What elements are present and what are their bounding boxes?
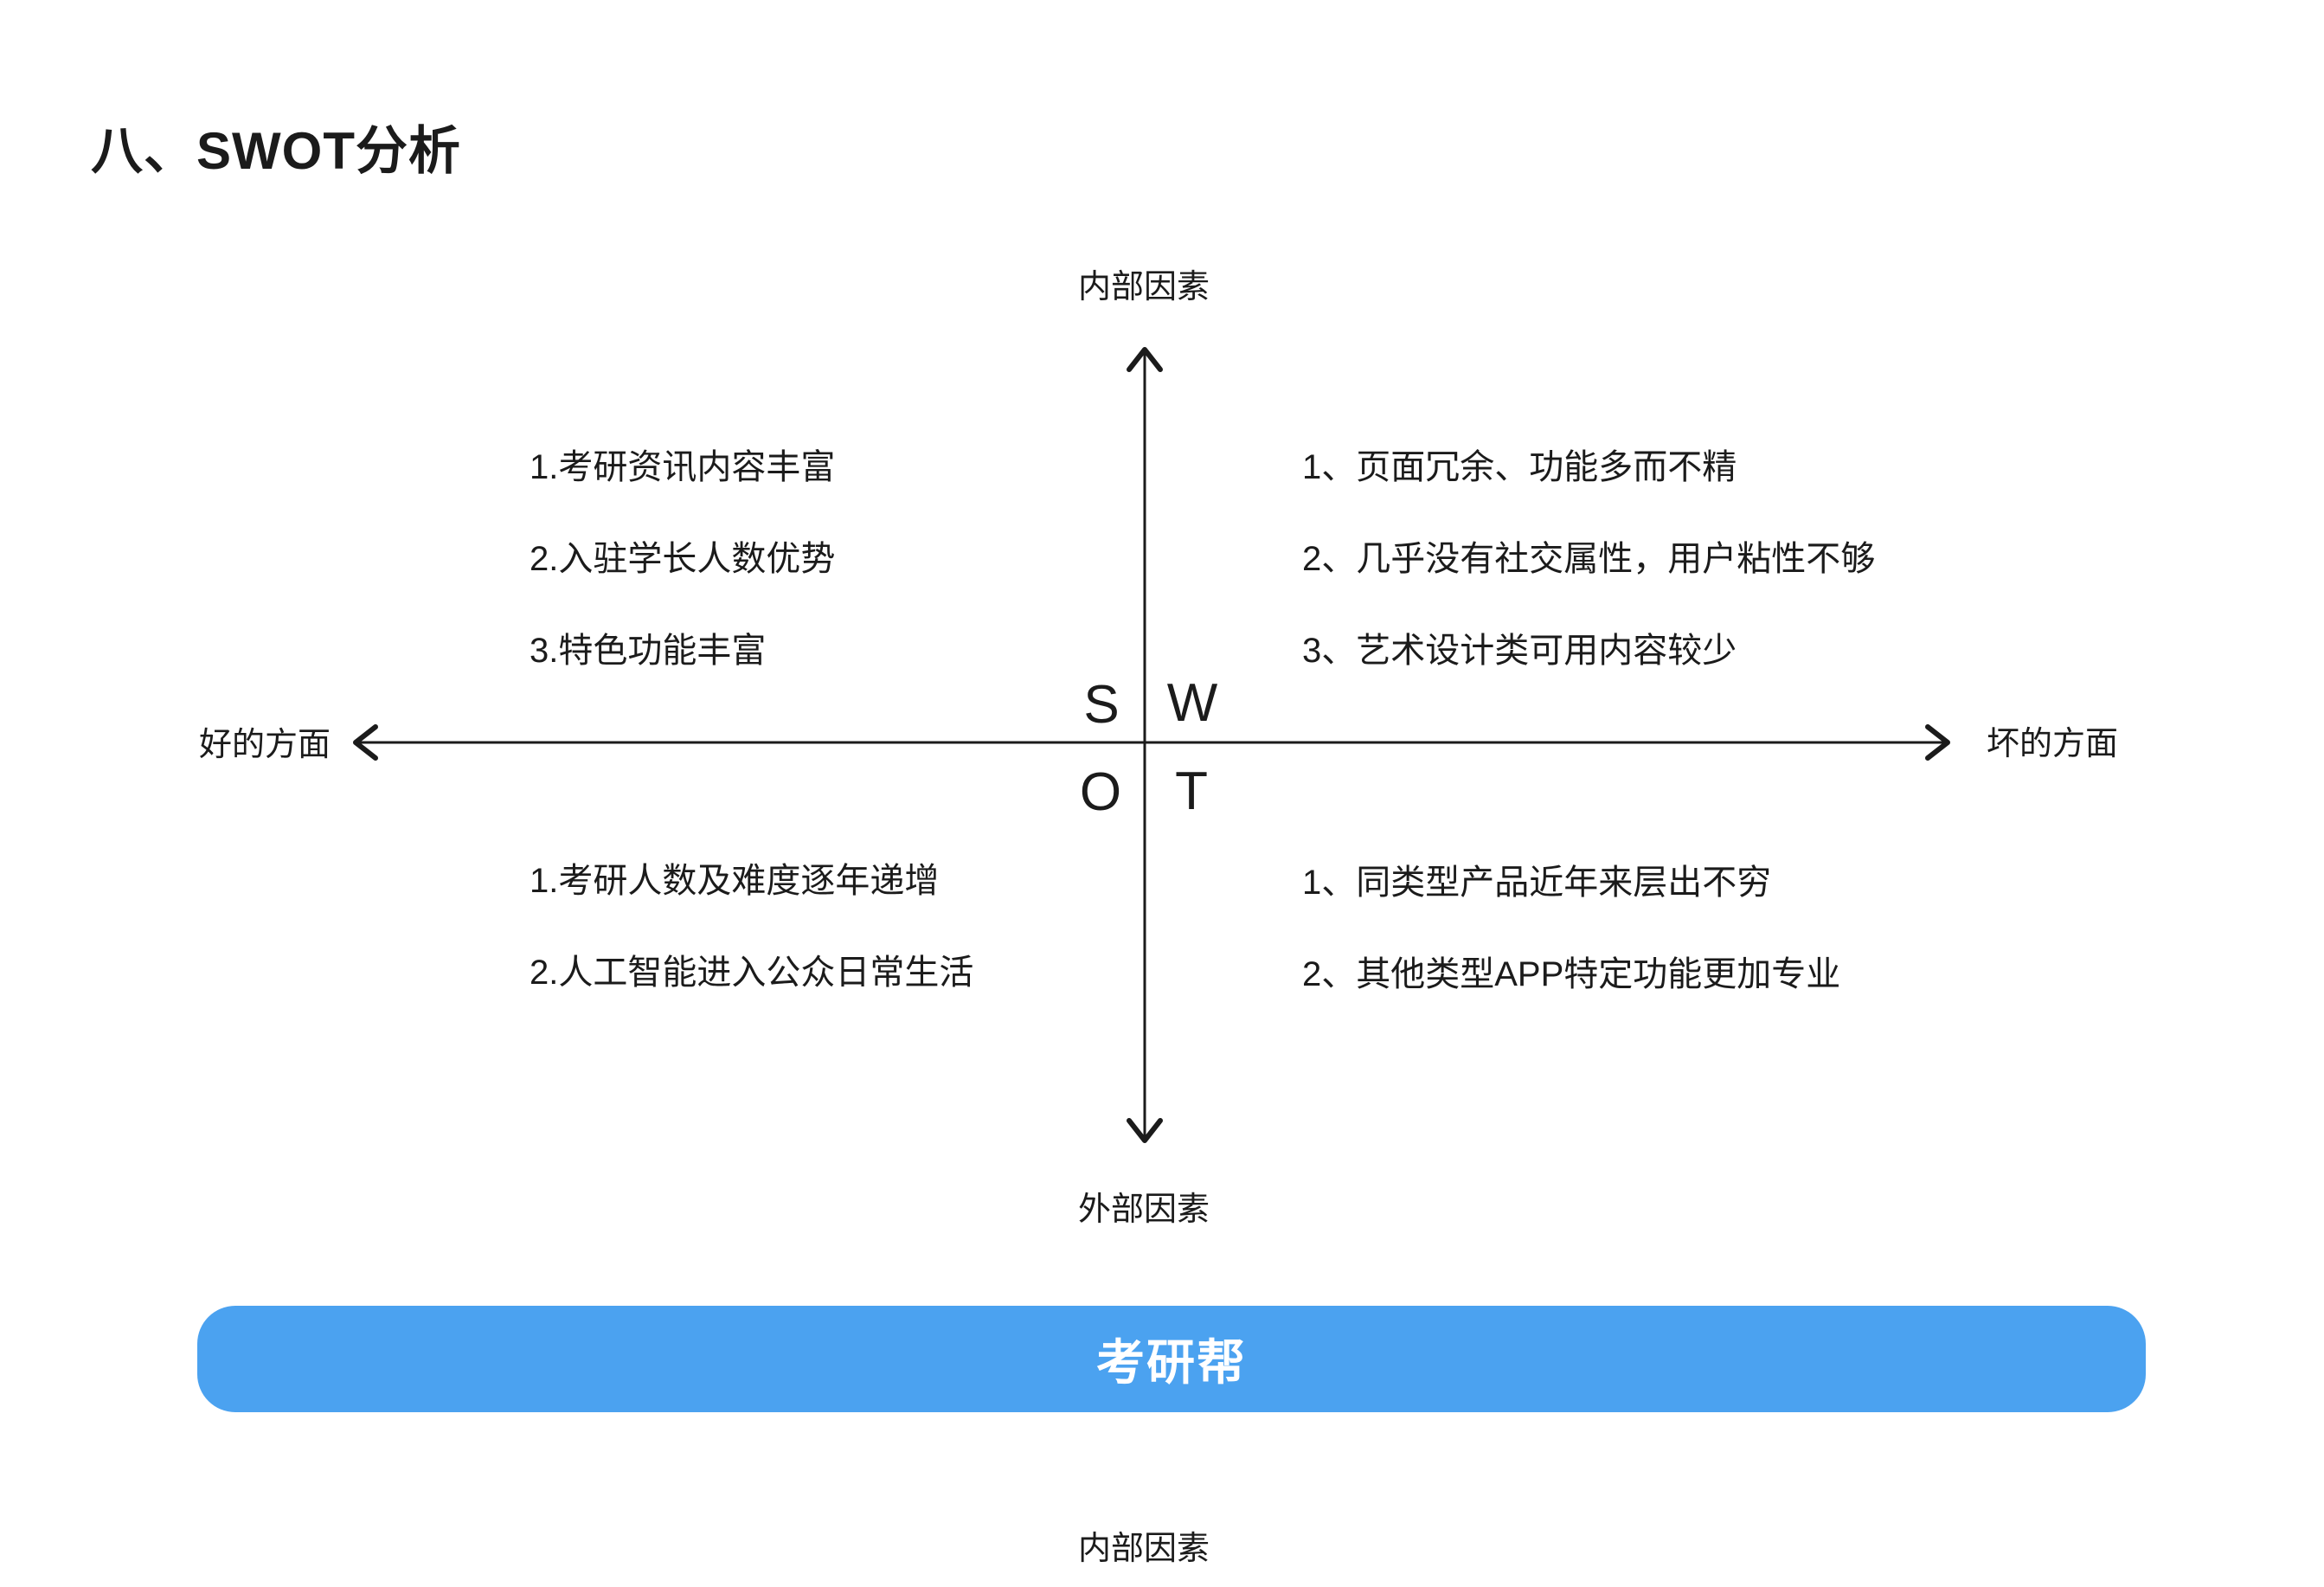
opportunities-list: 1.考研人数及难度逐年递增 2.人工智能进入公众日常生活 (530, 862, 973, 992)
quadrant-letter-threats: T (1175, 761, 1208, 821)
list-item: 2.人工智能进入公众日常生活 (530, 954, 974, 992)
right-arrowhead-icon (1925, 724, 1950, 761)
strengths-list: 1.考研资讯内容丰富 2.入驻学长人数优势 3.特色功能丰富 (530, 448, 835, 670)
kaoyanbang-banner: 考研帮 (197, 1306, 2146, 1412)
list-item: 1、同类型产品近年来层出不穷 (1302, 864, 1772, 902)
down-arrowhead-icon (1127, 1118, 1163, 1143)
axis-label-bad-aspects: 坏的方面 (1986, 726, 2119, 762)
list-item: 2、几乎没有社交属性，用户粘性不够 (1302, 540, 1876, 578)
quadrant-letter-strengths: S (1083, 675, 1120, 735)
page-title: 八、SWOT分析 (91, 122, 461, 180)
list-item: 1.考研资讯内容丰富 (530, 448, 836, 486)
left-arrowhead-icon (353, 724, 378, 761)
quadrant-letter-opportunities: O (1079, 762, 1122, 822)
quadrant-letter-weaknesses: W (1166, 673, 1218, 733)
banner-label: 考研帮 (1096, 1335, 1247, 1390)
axis-label-good-aspects: 好的方面 (198, 727, 331, 763)
axis-label-external-factors: 外部因素 (1077, 1192, 1210, 1228)
list-item: 3.特色功能丰富 (530, 632, 767, 670)
threats-list: 1、同类型产品近年来层出不穷 2、其他类型APP特定功能更加专业 (1302, 864, 1840, 993)
list-item: 2、其他类型APP特定功能更加专业 (1302, 955, 1841, 993)
axis-label-internal-factors: 内部因素 (1077, 269, 1210, 305)
list-item: 2.入驻学长人数优势 (530, 540, 836, 578)
list-item: 1、页面冗余、功能多而不精 (1302, 448, 1737, 486)
up-arrowhead-icon (1127, 347, 1163, 372)
weaknesses-list: 1、页面冗余、功能多而不精 2、几乎没有社交属性，用户粘性不够 3、艺术设计类可… (1302, 448, 1875, 670)
list-item: 1.考研人数及难度逐年递增 (530, 862, 940, 900)
next-section-partial-label: 内部因素 (1077, 1531, 1210, 1567)
list-item: 3、艺术设计类可用内容较少 (1302, 632, 1737, 670)
